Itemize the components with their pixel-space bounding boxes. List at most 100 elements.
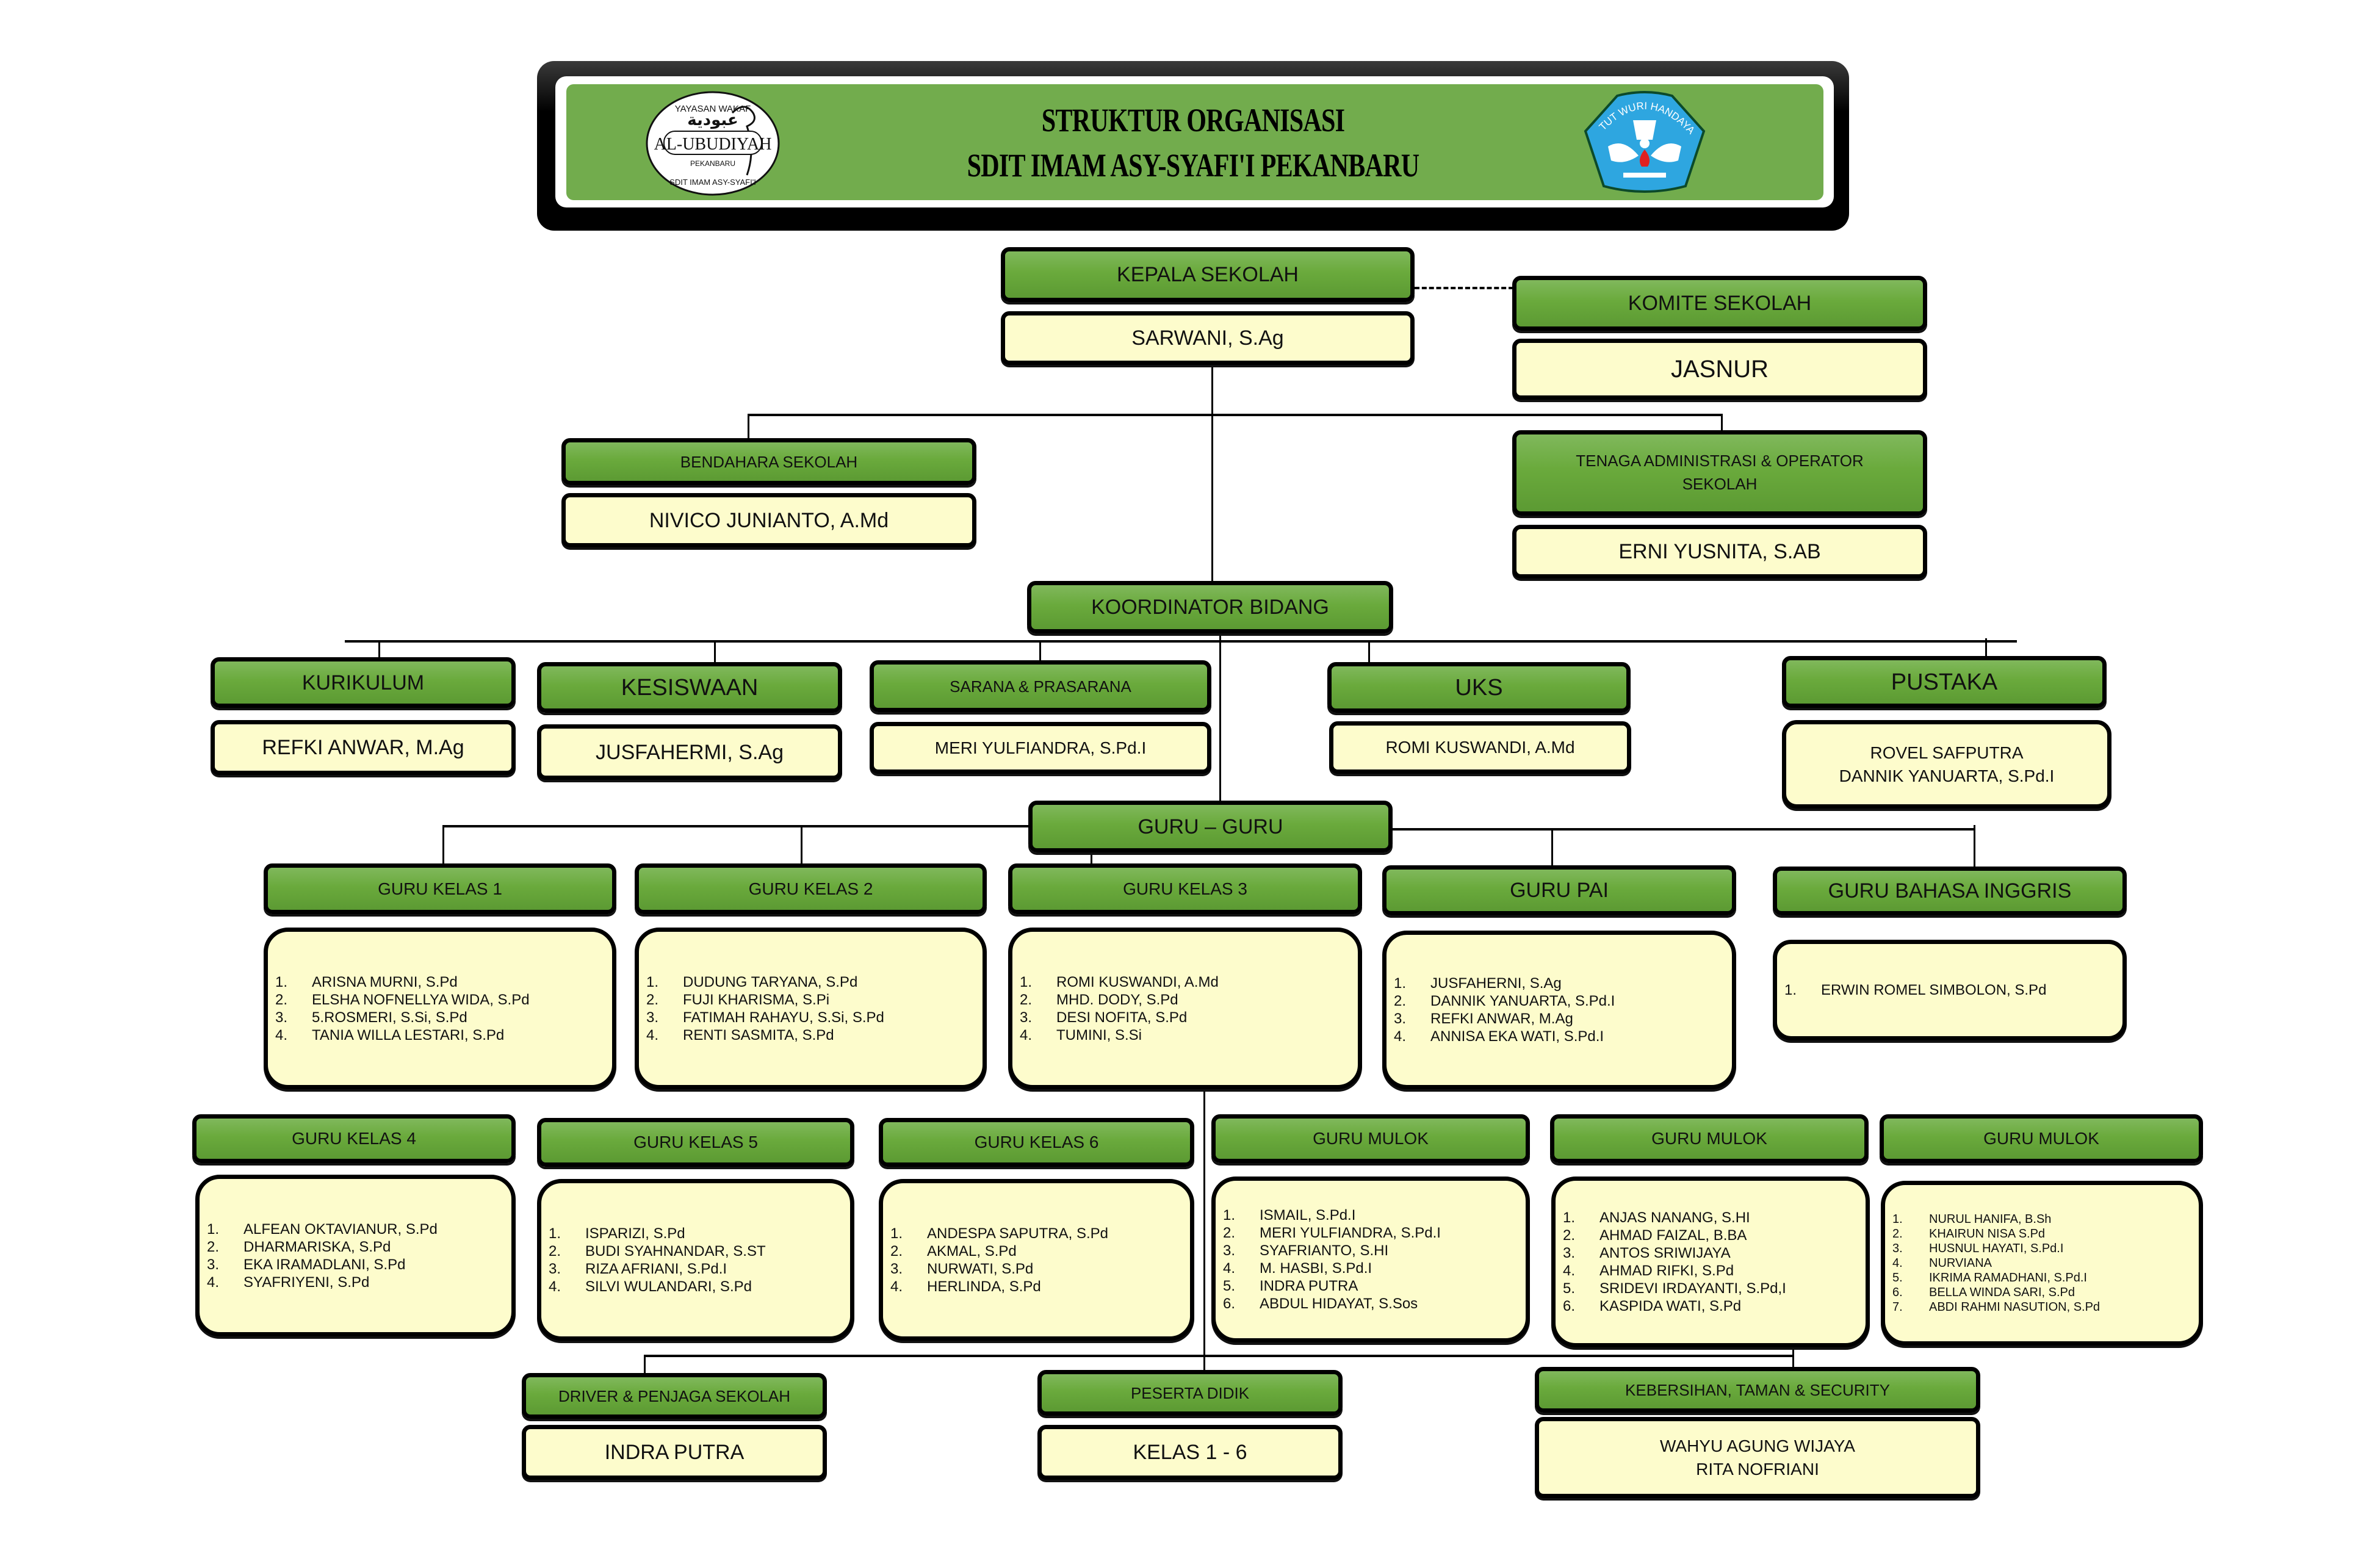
list-item: 4.RENTI SASMITA, S.Pd [646, 1026, 834, 1043]
guru-kelas-1-list-box[interactable]: 1.ARISNA MURNI, S.Pd 2.ELSHA NOFNELLYA W… [264, 928, 616, 1089]
group-title: GURU KELAS 5 [633, 1133, 758, 1151]
guru-kelas-2-title-box[interactable]: GURU KELAS 2 [635, 863, 987, 914]
koordinator-bidang-title: KOORDINATOR BIDANG [1091, 596, 1329, 619]
bottom-bus-line [644, 1355, 1794, 1357]
list-item: 4.NURVIANA [1892, 1256, 1992, 1270]
guru-kelas-5-list-box[interactable]: 1.ISPARIZI, S.Pd 2.BUDI SYAHNANDAR, S.ST… [537, 1179, 854, 1341]
list-item: 3.SYAFRIANTO, S.HI [1223, 1242, 1389, 1259]
bidang-name: ROVEL SAFPUTRA [1870, 743, 2024, 762]
bidang-title: SARANA & PRASARANA [950, 677, 1131, 696]
guru-bahasa-inggris-title-box[interactable]: GURU BAHASA INGGRIS [1773, 867, 2127, 915]
bidang-title: KURIKULUM [301, 671, 425, 694]
bidang-kurikulum-name-box[interactable]: REFKI ANWAR, M.Ag [211, 720, 516, 775]
guru-mulok-3-title-box[interactable]: GURU MULOK [1880, 1114, 2203, 1163]
kepala-sekolah-name-box[interactable]: SARWANI, S.Ag [1001, 311, 1415, 365]
guru-kelas-6-list-box[interactable]: 1.ANDESPA SAPUTRA, S.Pd 2.AKMAL, S.Pd 3.… [879, 1179, 1194, 1341]
tenaga-admin-title-box[interactable]: TENAGA ADMINISTRASI & OPERATOR SEKOLAH [1512, 430, 1927, 516]
bendahara-title: BENDAHARA SEKOLAH [680, 452, 858, 471]
driver-title-box[interactable]: DRIVER & PENJAGA SEKOLAH [522, 1373, 827, 1419]
guru-guru-box[interactable]: GURU – GURU [1028, 801, 1393, 852]
bidang-kurikulum-title-box[interactable]: KURIKULUM [211, 657, 516, 708]
drop-inggris [1974, 825, 1975, 868]
svg-text:YAYASAN WAKAF: YAYASAN WAKAF [675, 104, 751, 114]
bidang-pustaka-name-box[interactable]: ROVEL SAFPUTRA DANNIK YANUARTA, S.Pd.I [1782, 720, 2111, 809]
drop-uks [1368, 641, 1370, 664]
guru-mulok-2-list-box[interactable]: 1.ANJAS NANANG, S.HI 2.AHMAD FAIZAL, B.B… [1551, 1177, 1870, 1347]
yayasan-logo-icon: عبودية YAYASAN WAKAF AL-UBUDIYAH PEKANBA… [641, 88, 787, 198]
guru-mulok-1-title-box[interactable]: GURU MULOK [1211, 1114, 1530, 1163]
bidang-uks-title-box[interactable]: UKS [1327, 662, 1631, 713]
komite-sekolah-title: KOMITE SEKOLAH [1628, 292, 1812, 315]
list-item: 5.INDRA PUTRA [1223, 1278, 1358, 1294]
kepala-sekolah-title-box[interactable]: KEPALA SEKOLAH [1001, 247, 1415, 302]
list-item: 4.ANNISA EKA WATI, S.Pd.I [1394, 1028, 1604, 1045]
bidang-pustaka-title-box[interactable]: PUSTAKA [1782, 656, 2107, 708]
kebersihan-name-box[interactable]: WAHYU AGUNG WIJAYA RITA NOFRIANI [1535, 1417, 1980, 1498]
guru-kelas-1-title-box[interactable]: GURU KELAS 1 [264, 863, 616, 914]
svg-text:عبودية: عبودية [687, 111, 738, 129]
guru-guru-title: GURU – GURU [1138, 815, 1283, 838]
guru-kelas-3-list-box[interactable]: 1.ROMI KUSWANDI, A.Md 2.MHD. DODY, S.Pd … [1008, 928, 1362, 1089]
bidang-kesiswaan-name-box[interactable]: JUSFAHERMI, S.Ag [537, 724, 842, 780]
staff-bus-line [748, 414, 1723, 416]
peserta-didik-title-box[interactable]: PESERTA DIDIK [1037, 1370, 1343, 1416]
tenaga-admin-name-box[interactable]: ERNI YUSNITA, S.AB [1512, 525, 1927, 578]
bidang-sarana-name-box[interactable]: MERI YULFIANDRA, S.Pd.I [870, 722, 1211, 774]
list-item: 4.AHMAD RIFKI, S.Pd [1563, 1263, 1734, 1279]
list-item: 1.ALFEAN OKTAVIANUR, S.Pd [207, 1220, 438, 1238]
guru-bahasa-inggris-list-box[interactable]: 1.ERWIN ROMEL SIMBOLON, S.Pd [1773, 940, 2127, 1040]
guru-bus-line-right [1390, 828, 1975, 831]
driver-name-box[interactable]: INDRA PUTRA [522, 1425, 827, 1480]
bendahara-title-box[interactable]: BENDAHARA SEKOLAH [561, 438, 976, 485]
kebersihan-title-box[interactable]: KEBERSIHAN, TAMAN & SECURITY [1535, 1367, 1980, 1413]
staff-name: RITA NOFRIANI [1696, 1459, 1819, 1479]
list-item: 1.ARISNA MURNI, S.Pd [275, 973, 458, 990]
title-line-1: STRUKTUR ORGANISASI [1041, 102, 1345, 139]
guru-mulok-1-list-box[interactable]: 1.ISMAIL, S.Pd.I 2.MERI YULFIANDRA, S.Pd… [1211, 1177, 1530, 1342]
staff-list: 1.ANJAS NANANG, S.HI 2.AHMAD FAIZAL, B.B… [1556, 1209, 1786, 1315]
svg-text:AL-UBUDIYAH: AL-UBUDIYAH [654, 135, 772, 154]
komite-sekolah-name-box[interactable]: JASNUR [1512, 339, 1927, 400]
bidang-uks-name-box[interactable]: ROMI KUSWANDI, A.Md [1329, 721, 1631, 774]
guru-kelas-4-list-box[interactable]: 1.ALFEAN OKTAVIANUR, S.Pd 2.DHARMARISKA,… [195, 1175, 516, 1336]
guru-mulok-3-list-box[interactable]: 1.NURUL HANIFA, B.Sh 2.KHAIRUN NISA S.Pd… [1881, 1181, 2203, 1346]
list-item: 1.ISMAIL, S.Pd.I [1223, 1207, 1356, 1223]
list-item: 4.M. HASBI, S.Pd.I [1223, 1260, 1372, 1277]
bidang-kesiswaan-title-box[interactable]: KESISWAAN [537, 662, 842, 713]
peserta-didik-value-box[interactable]: KELAS 1 - 6 [1037, 1425, 1343, 1480]
bidang-title: KESISWAAN [621, 674, 759, 701]
bidang-sarana-title-box[interactable]: SARANA & PRASARANA [870, 660, 1211, 712]
trunk-line [1211, 365, 1213, 582]
list-item: 1.ISPARIZI, S.Pd [549, 1225, 685, 1242]
guru-kelas-3-title-box[interactable]: GURU KELAS 3 [1008, 863, 1362, 914]
drop-bendahara [748, 414, 749, 439]
guru-kelas-5-title-box[interactable]: GURU KELAS 5 [537, 1118, 854, 1167]
bidang-name: MERI YULFIANDRA, S.Pd.I [934, 738, 1147, 757]
list-item: 1.ANJAS NANANG, S.HI [1563, 1209, 1750, 1226]
guru-kelas-2-list-box[interactable]: 1.DUDUNG TARYANA, S.Pd 2.FUJI KHARISMA, … [635, 928, 987, 1089]
guru-kelas-4-title-box[interactable]: GURU KELAS 4 [192, 1114, 516, 1163]
bidang-name: REFKI ANWAR, M.Ag [262, 736, 464, 759]
drop-kelas2 [801, 825, 802, 865]
guru-mulok-2-title-box[interactable]: GURU MULOK [1550, 1114, 1869, 1163]
list-item: 3.HUSNUL HAYATI, S.Pd.I [1892, 1242, 2064, 1255]
list-item: 6.ABDUL HIDAYAT, S.Sos [1223, 1296, 1418, 1312]
lower-trunk [1203, 1089, 1205, 1373]
group-title: GURU KELAS 1 [378, 879, 502, 898]
bendahara-name-box[interactable]: NIVICO JUNIANTO, A.Md [561, 493, 976, 547]
bidang-title: PUSTAKA [1891, 669, 1998, 695]
list-item: 3.RIZA AFRIANI, S.Pd.I [549, 1260, 727, 1277]
list-item: 2.BUDI SYAHNANDAR, S.ST [549, 1242, 766, 1259]
staff-list: 1.ROMI KUSWANDI, A.Md 2.MHD. DODY, S.Pd … [1012, 973, 1219, 1044]
list-item: 3.FATIMAH RAHAYU, S.Si, S.Pd [646, 1009, 884, 1026]
tenaga-admin-title: TENAGA ADMINISTRASI & OPERATOR SEKOLAH [1576, 452, 1864, 493]
guru-bus-line-left [442, 825, 1030, 827]
guru-kelas-6-title-box[interactable]: GURU KELAS 6 [879, 1118, 1194, 1167]
koordinator-bidang-box[interactable]: KOORDINATOR BIDANG [1027, 581, 1393, 633]
guru-pai-list-box[interactable]: 1.JUSFAHERNI, S.Ag 2.DANNIK YANUARTA, S.… [1382, 931, 1736, 1089]
guru-pai-title-box[interactable]: GURU PAI [1382, 865, 1736, 915]
group-title: GURU KELAS 6 [974, 1133, 1099, 1151]
list-item: 2.DANNIK YANUARTA, S.Pd.I [1394, 993, 1615, 1009]
bidang-name: DANNIK YANUARTA, S.Pd.I [1839, 766, 2055, 785]
komite-sekolah-title-box[interactable]: KOMITE SEKOLAH [1512, 276, 1927, 331]
